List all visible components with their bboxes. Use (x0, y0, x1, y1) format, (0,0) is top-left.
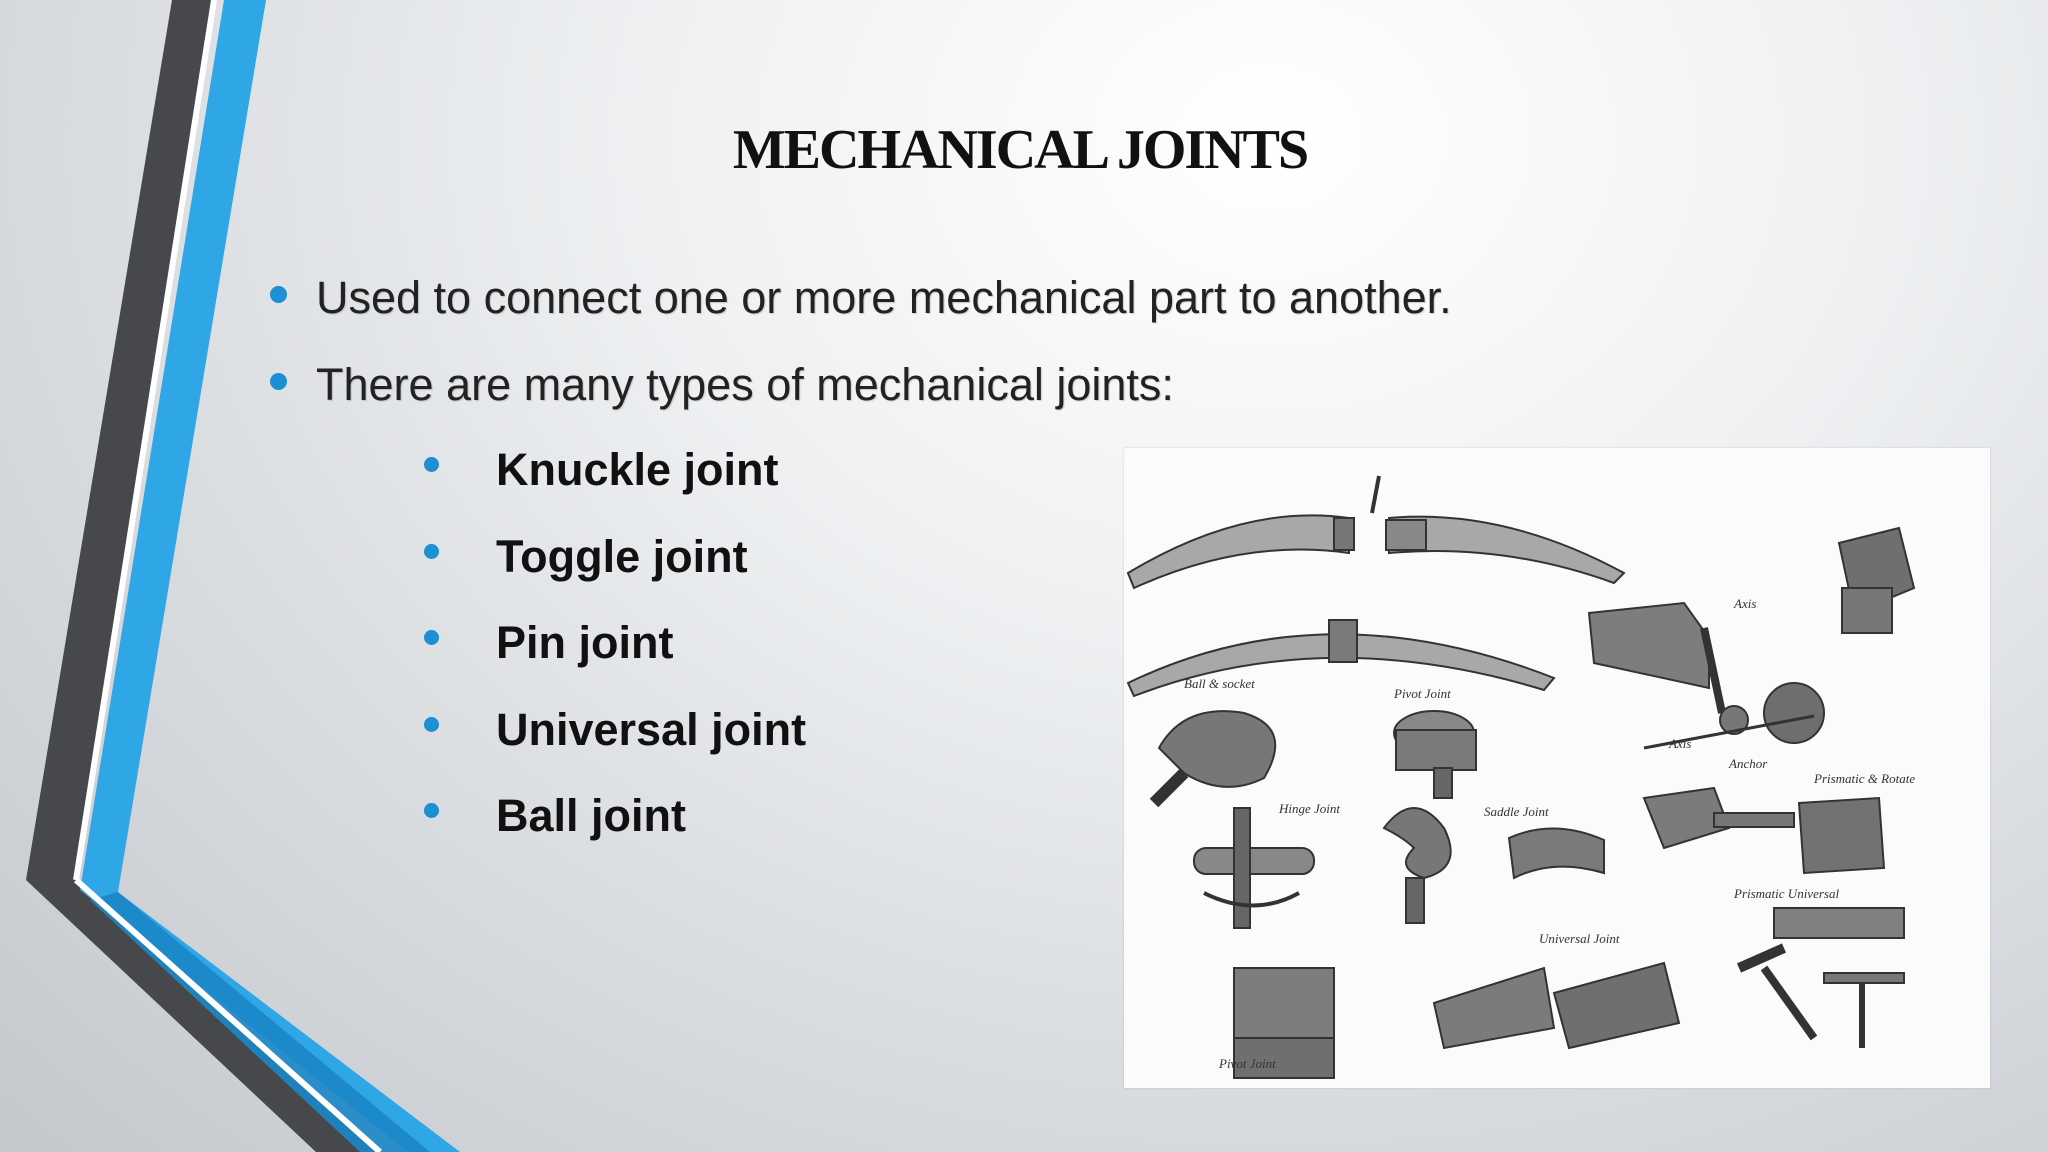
sketch-label-axis: Axis (1733, 596, 1756, 611)
bullet-text: Used to connect one or more mechanical p… (316, 272, 1452, 323)
joint-type-label: Universal joint (496, 703, 807, 755)
joint-types-list: Knuckle joint Toggle joint Pin joint Uni… (418, 440, 806, 873)
sketch-label-universal-joint: Universal Joint (1539, 931, 1620, 946)
sketch-label-prismatic-rotate: Prismatic & Rotate (1813, 771, 1915, 786)
bullet-item: Used to connect one or more mechanical p… (266, 268, 1452, 355)
joints-sketch-illustration: Ball & socket Pivot Joint Axis Axis Anch… (1126, 475, 1915, 1079)
joint-type-item: Toggle joint (418, 527, 806, 614)
bullet-dot-icon (424, 457, 439, 472)
bullet-dot-icon (424, 803, 439, 818)
main-bullet-list: Used to connect one or more mechanical p… (266, 268, 1452, 442)
sketch-label-pivot-joint-bottom: Pivot Joint (1218, 1056, 1276, 1071)
sketch-label-anchor: Anchor (1728, 756, 1768, 771)
bullet-text: There are many types of mechanical joint… (316, 359, 1174, 410)
bullet-dot-icon (424, 543, 439, 559)
bullet-item: There are many types of mechanical joint… (266, 355, 1452, 442)
joint-type-item: Ball joint (418, 786, 806, 873)
sketch-label-axis-2: Axis (1668, 736, 1691, 751)
slide-title: MECHANICAL JOINTS (732, 119, 1309, 181)
sketch-label-prismatic-universal: Prismatic Universal (1733, 886, 1839, 901)
joint-type-item: Universal joint (418, 700, 806, 787)
joint-type-label: Toggle joint (496, 530, 748, 582)
joint-type-item: Pin joint (418, 613, 806, 700)
bullet-dot-icon (424, 716, 439, 732)
sketch-label-saddle-joint: Saddle Joint (1484, 804, 1549, 819)
joint-type-item: Knuckle joint (418, 440, 806, 527)
sketch-label-pivot-joint: Pivot Joint (1393, 686, 1451, 701)
mechanical-joints-sketch-image: Ball & socket Pivot Joint Axis Axis Anch… (1124, 448, 1990, 1088)
sketch-label-ball-socket: Ball & socket (1184, 676, 1255, 691)
bullet-dot-icon (270, 373, 287, 390)
joint-type-label: Pin joint (496, 617, 674, 668)
joint-type-label: Knuckle joint (496, 444, 779, 495)
sketch-label-hinge-joint: Hinge Joint (1278, 801, 1340, 816)
bullet-dot-icon (270, 286, 287, 303)
joint-type-label: Ball joint (496, 790, 686, 841)
bullet-dot-icon (424, 630, 439, 645)
